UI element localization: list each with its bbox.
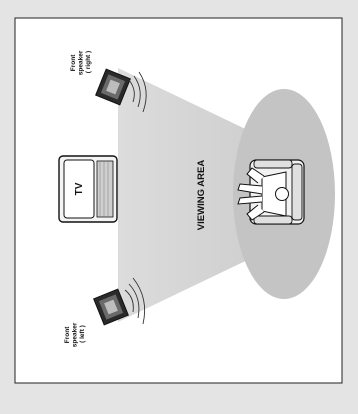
head-icon [275,187,289,201]
speaker-right-line-2: speaker [78,50,85,75]
listener-on-sofa [237,159,305,225]
speaker-right-line-1: Front [70,54,77,71]
tv-label: TV [74,182,85,195]
sound-coverage-cone [118,68,258,322]
front-speaker-left [93,288,129,326]
front-speaker-right-label: Front speaker ( right ) [70,49,92,75]
sound-waves-left [124,277,146,325]
speaker-left-line-3: ( left ) [79,325,86,343]
speaker-right-line-3: ( right ) [85,51,92,73]
front-speaker-left-label: Front speaker ( left ) [64,321,86,347]
tv: TV [58,155,118,223]
speaker-left-line-1: Front [64,326,71,343]
sound-waves-right [128,71,147,113]
viewing-area-label: VIEWING AREA [196,160,207,231]
speaker-left-line-2: speaker [72,322,79,347]
front-speaker-right [95,68,131,106]
